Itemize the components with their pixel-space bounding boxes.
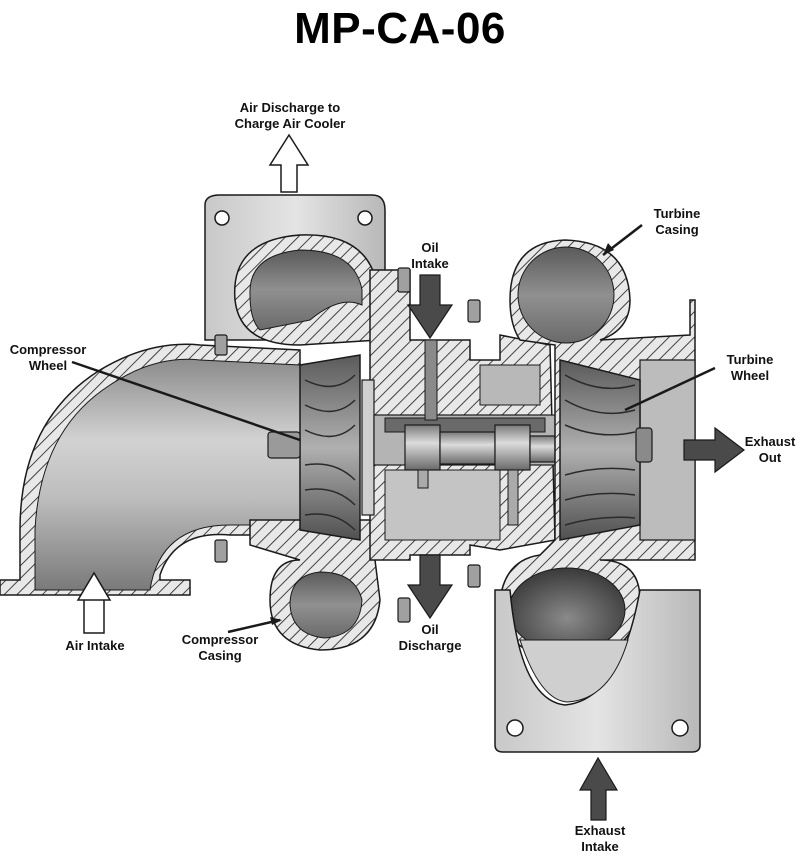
bolt-hole — [357, 210, 373, 226]
oil-discharge-arrow — [406, 554, 454, 620]
label-air-discharge: Air Discharge to Charge Air Cooler — [210, 100, 370, 132]
compressor-backplate — [361, 379, 375, 516]
label-line: Discharge — [398, 638, 462, 653]
label-line: Exhaust — [574, 823, 626, 838]
oil-intake-arrow — [406, 274, 454, 340]
label-line: Turbine — [726, 352, 774, 367]
label-exhaust-intake: Exhaust Intake — [565, 823, 635, 855]
label-turbine-casing: Turbine Casing — [642, 206, 712, 238]
label-line: Out — [758, 450, 782, 465]
label-line: Oil — [421, 240, 439, 255]
shaft-assembly — [373, 339, 561, 526]
compressor-intake-elbow — [0, 343, 301, 596]
label-line: Exhaust — [744, 434, 796, 449]
label-line: Casing — [198, 648, 242, 663]
bearing — [404, 424, 441, 471]
compressor-volute-lower — [249, 519, 381, 651]
shaft — [439, 431, 496, 465]
label-line: Compressor — [9, 342, 87, 357]
label-exhaust-out: Exhaust Out — [740, 434, 800, 466]
diagram-title: MP-CA-06 — [294, 4, 506, 53]
exhaust-intake-arrow — [578, 756, 619, 821]
compressor-nut — [267, 431, 301, 459]
label-line: Air Discharge to — [239, 100, 341, 115]
label-line: Intake — [581, 839, 619, 854]
oil-feed-passage — [424, 339, 438, 421]
exhaust-out-arrow — [683, 426, 745, 474]
label-line: Oil — [421, 622, 439, 637]
label-turbine-wheel: Turbine Wheel — [715, 352, 785, 384]
label-line: Wheel — [730, 368, 770, 383]
compressor-volute-upper — [233, 234, 379, 346]
bolt-hole — [506, 719, 524, 737]
label-oil-intake: Oil Intake — [400, 240, 460, 272]
label-line: Air Intake — [65, 638, 125, 653]
label-oil-discharge: Oil Discharge — [390, 622, 470, 654]
air-discharge-arrow — [268, 133, 310, 193]
compressor-wheel — [267, 354, 361, 541]
label-line: Intake — [411, 256, 449, 271]
turbine-wheel-leader — [624, 366, 716, 412]
label-compressor-wheel: Compressor Wheel — [0, 342, 96, 374]
bolt-hole — [214, 210, 230, 226]
turbine-casing-leader-tip — [603, 243, 614, 255]
label-line: Wheel — [28, 358, 68, 373]
bolt-hole — [671, 719, 689, 737]
label-line: Casing — [655, 222, 699, 237]
compressor-wheel-leader — [71, 360, 301, 442]
label-compressor-casing: Compressor Casing — [175, 632, 265, 664]
label-line: Charge Air Cooler — [234, 116, 346, 131]
turbine-inlet-flange — [494, 589, 701, 753]
turbine-wheel — [559, 359, 653, 541]
compressor-casing-leader-tip — [270, 617, 282, 625]
label-air-intake: Air Intake — [50, 638, 140, 654]
bearing — [494, 424, 531, 471]
bolts — [214, 267, 481, 623]
air-intake-arrow — [76, 571, 112, 634]
label-line: Compressor — [181, 632, 259, 647]
label-line: Turbine — [653, 206, 701, 221]
